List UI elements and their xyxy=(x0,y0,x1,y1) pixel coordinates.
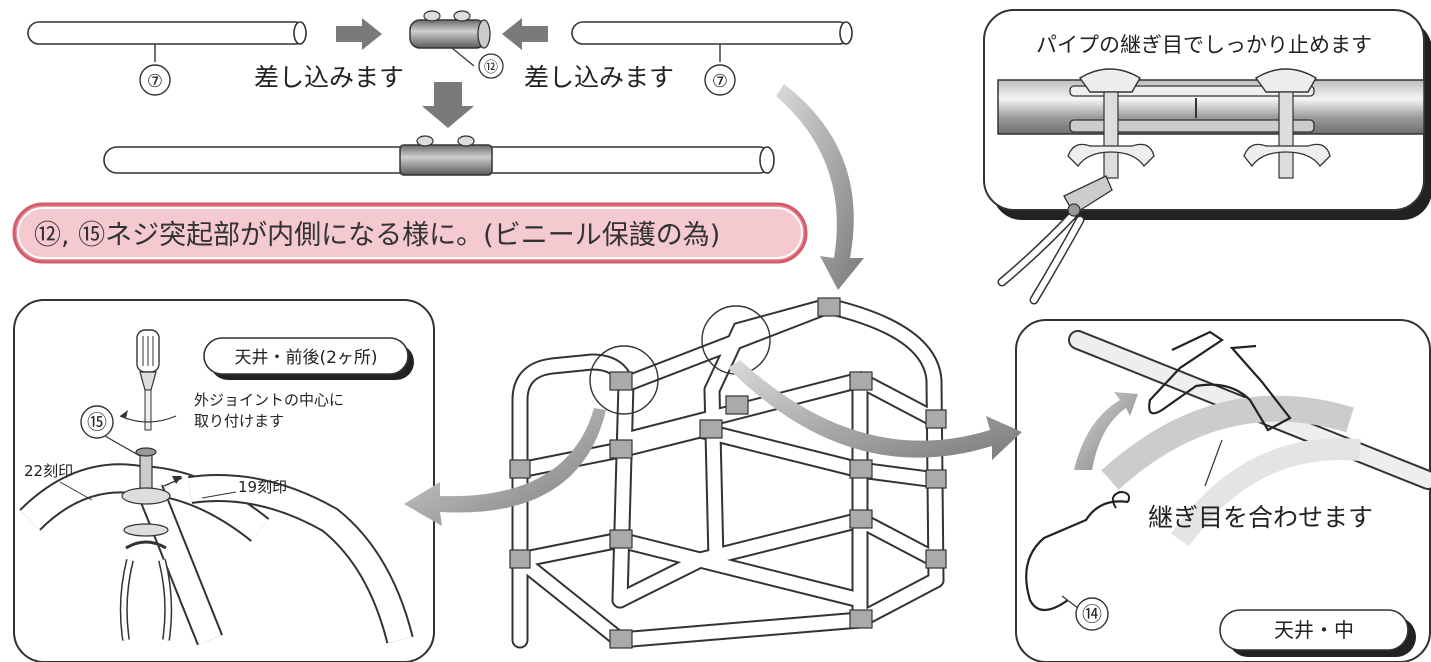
part-label-left: ⑦ xyxy=(147,71,163,92)
curved-arrow-icon xyxy=(1074,392,1138,470)
panel-left-instruction-1: 外ジョイントの中心に xyxy=(194,391,344,409)
arrow-to-right-panel-icon xyxy=(728,360,1022,460)
part-label-14: ⑭ xyxy=(1082,602,1102,626)
bolt-left-icon xyxy=(1067,68,1155,179)
arrow-to-left-panel-icon xyxy=(404,408,606,526)
part-label-right: ⑦ xyxy=(712,71,728,92)
arrow-left-icon xyxy=(502,18,548,50)
top-assembly: ⑦ ⑫ ⑦ 差し込みます 差し込みます xyxy=(27,10,853,176)
part-label-14-circle xyxy=(1075,597,1109,631)
banner-text: ⑫, ⑮ネジ突起部が内側になる様に。(ビニール保護の為) xyxy=(34,220,720,251)
arrow-down-icon xyxy=(422,82,474,128)
insert-label-left: 差し込みます xyxy=(254,63,404,92)
pipe-right xyxy=(571,21,853,62)
arrow-to-frame-icon xyxy=(776,84,864,290)
panel-left-badge: 天井・前後(2ヶ所) xyxy=(234,348,377,368)
part-label-15-circle xyxy=(80,405,114,439)
bolt-right-icon xyxy=(1243,68,1331,179)
panel-left: 天井・前後(2ヶ所) 外ジョイントの中心に 取り付けます ⑮ xyxy=(13,299,435,662)
panel-left-instruction-2: 取り付けます xyxy=(194,412,284,430)
panel-right-caption: 継ぎ目を合わせます xyxy=(1148,503,1373,532)
arrow-right-icon xyxy=(336,18,382,50)
mark-22-label: 22刻印 xyxy=(24,462,73,480)
joint-part xyxy=(409,10,491,67)
warning-banner: ⑫, ⑮ネジ突起部が内側になる様に。(ビニール保護の為) xyxy=(12,202,808,264)
part-label-left-circle xyxy=(139,64,171,96)
wire-clip-icon xyxy=(1148,330,1292,432)
insert-label-right: 差し込みます xyxy=(524,63,674,92)
panel-right: 継ぎ目を合わせます ⑭ 天井・中 xyxy=(1015,319,1431,662)
part-label-joint: ⑫ xyxy=(484,60,498,76)
panel-right-badge: 天井・中 xyxy=(1274,618,1354,642)
screwdriver-icon xyxy=(119,329,177,431)
greenhouse-frame xyxy=(509,297,947,649)
part-label-right-circle xyxy=(704,64,736,96)
pipe-assembled xyxy=(103,135,775,176)
pliers-icon xyxy=(997,175,1113,305)
small-pliers-icon xyxy=(119,540,173,641)
panel-top-right: パイプの継ぎ目でしっかり止めます xyxy=(983,9,1431,305)
mark-19-label: 19刻印 xyxy=(238,478,287,496)
pipe-left xyxy=(27,21,307,62)
wire-clip-loose-icon xyxy=(1025,490,1130,612)
part-label-joint-circle xyxy=(478,53,504,79)
part-label-15: ⑮ xyxy=(87,410,107,434)
panel-top-right-caption: パイプの継ぎ目でしっかり止めます xyxy=(1036,33,1372,57)
detail-circle-left xyxy=(589,345,659,415)
